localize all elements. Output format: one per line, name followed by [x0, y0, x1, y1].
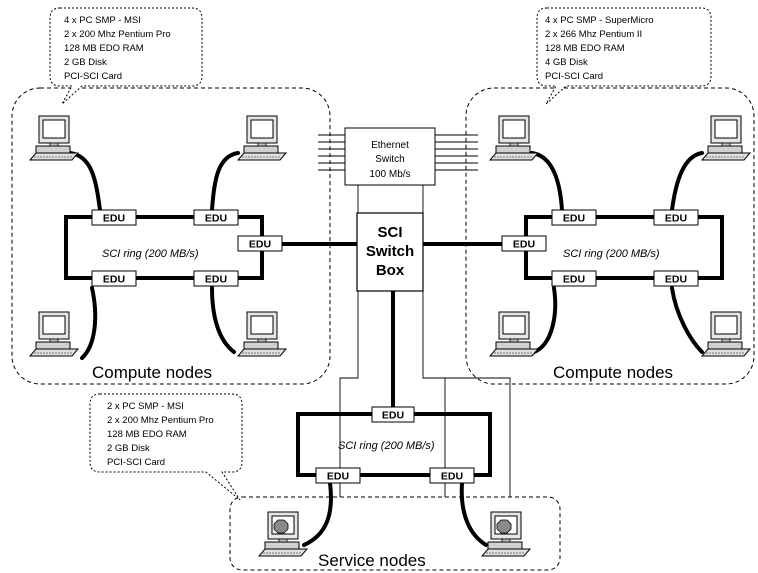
- callout-line: 2 x 266 Mhz Pentium II: [545, 29, 642, 40]
- ring-label-bottom: SCI ring (200 MB/s): [338, 440, 435, 452]
- ethernet-switch-line2: Switch: [375, 154, 404, 165]
- right-compute-group: [465, 87, 755, 385]
- edu-label: EDU: [103, 274, 125, 286]
- ethernet-switch-line3: 100 Mb/s: [369, 169, 410, 180]
- edu-left-top-left: EDU: [91, 209, 137, 226]
- computer-icon: [29, 311, 79, 357]
- callout-service-text: 2 x PC SMP - MSI 2 x 200 Mhz Pentium Pro…: [107, 401, 214, 468]
- edu-right-switch: EDU: [501, 235, 547, 252]
- callout-left-text: 4 x PC SMP - MSI 2 x 200 Mhz Pentium Pro…: [64, 15, 171, 82]
- edu-bottom-left: EDU: [315, 467, 361, 484]
- server-icon: [258, 511, 308, 557]
- edu-label: EDU: [665, 274, 687, 286]
- callout-line: 4 GB Disk: [545, 57, 588, 68]
- edu-label: EDU: [563, 274, 585, 286]
- sci-switch-line1: SCI: [377, 224, 402, 241]
- sci-switch-line3: Box: [376, 262, 405, 279]
- ethernet-switch-line1: Ethernet: [371, 140, 409, 151]
- callout-right: [536, 7, 712, 105]
- callout-right-text: 4 x PC SMP - SuperMicro 2 x 266 Mhz Pent…: [545, 15, 654, 82]
- computer-icon: [489, 115, 539, 161]
- computer-icon: [701, 311, 751, 357]
- server-icon: [481, 511, 531, 557]
- computer-icon: [701, 115, 751, 161]
- sci-links: [64, 151, 724, 547]
- edu-label: EDU: [249, 239, 271, 251]
- callout-left: [49, 7, 203, 105]
- callout-line: 128 MB EDO RAM: [545, 43, 625, 54]
- callout-line: 4 x PC SMP - MSI: [64, 15, 141, 26]
- edu-label: EDU: [382, 410, 404, 422]
- callout-line: PCI-SCI Card: [64, 71, 122, 82]
- edu-right-bottom-left: EDU: [551, 270, 597, 287]
- group-label-bottom: Service nodes: [318, 551, 426, 570]
- edu-label: EDU: [205, 274, 227, 286]
- computer-icon: [489, 311, 539, 357]
- edu-left-top-right: EDU: [193, 209, 239, 226]
- left-compute-group: [11, 87, 331, 385]
- computer-icon: [237, 311, 287, 357]
- callout-line: PCI-SCI Card: [107, 457, 165, 468]
- edu-right-top-right: EDU: [653, 209, 699, 226]
- callout-line: 2 GB Disk: [107, 443, 150, 454]
- edu-label: EDU: [665, 213, 687, 225]
- callout-service: [89, 393, 243, 501]
- callout-line: 4 x PC SMP - SuperMicro: [545, 15, 654, 26]
- callout-line: 2 GB Disk: [64, 57, 107, 68]
- callout-line: 2 x PC SMP - MSI: [107, 401, 184, 412]
- edu-right-top-left: EDU: [551, 209, 597, 226]
- callout-line: 2 x 200 Mhz Pentium Pro: [107, 415, 214, 426]
- edu-bottom-switch: EDU: [371, 406, 415, 423]
- edu-left-bottom-left: EDU: [91, 270, 137, 287]
- edu-label: EDU: [103, 213, 125, 225]
- ring-label-left: SCI ring (200 MB/s): [102, 248, 199, 260]
- computer-icon: [29, 115, 79, 161]
- sci-switch-line2: Switch: [366, 243, 414, 260]
- computer-icon: [237, 115, 287, 161]
- edu-left-switch: EDU: [237, 235, 283, 252]
- edu-left-bottom-right: EDU: [193, 270, 239, 287]
- edu-right-bottom-right: EDU: [653, 270, 699, 287]
- edu-label: EDU: [563, 213, 585, 225]
- group-label-left: Compute nodes: [92, 363, 212, 382]
- callout-line: 128 MB EDO RAM: [64, 43, 144, 54]
- edu-label: EDU: [327, 471, 349, 483]
- edu-bottom-right: EDU: [429, 467, 475, 484]
- callout-line: PCI-SCI Card: [545, 71, 603, 82]
- ethernet-switch: [344, 127, 436, 186]
- ring-label-right: SCI ring (200 MB/s): [563, 248, 660, 260]
- edu-label: EDU: [205, 213, 227, 225]
- group-label-right: Compute nodes: [553, 363, 673, 382]
- callout-line: 128 MB EDO RAM: [107, 429, 187, 440]
- edu-label: EDU: [513, 239, 535, 251]
- sci-switch-box: [356, 212, 424, 292]
- edu-label: EDU: [441, 471, 463, 483]
- callout-line: 2 x 200 Mhz Pentium Pro: [64, 29, 171, 40]
